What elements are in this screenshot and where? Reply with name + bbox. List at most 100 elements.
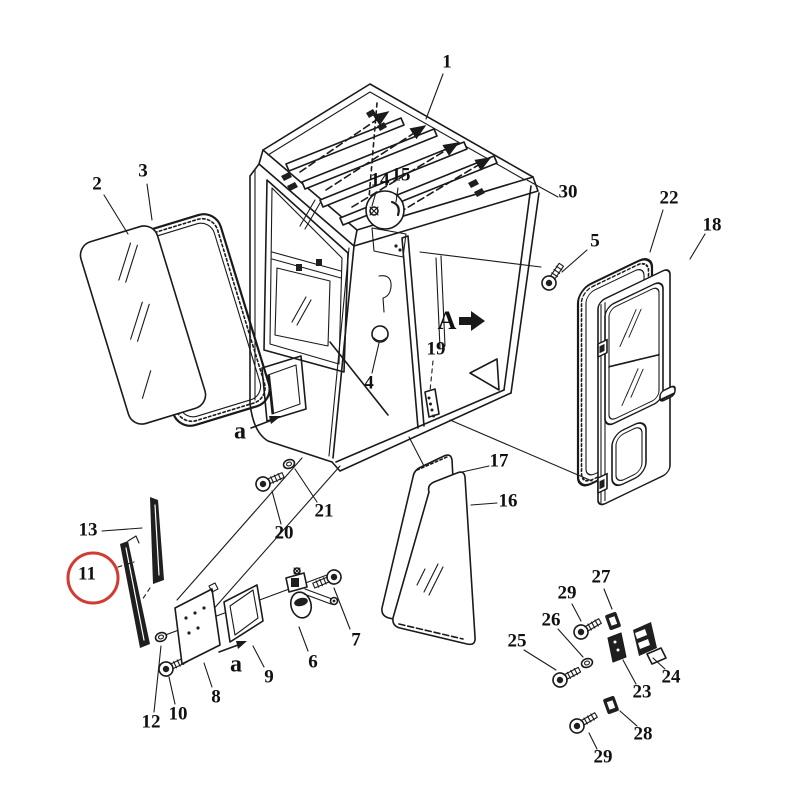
part-label-29-27: 29: [558, 582, 577, 603]
part-label-a-12: a: [234, 419, 246, 445]
a-upper-arrow-shaft: [250, 419, 273, 429]
part-label-7-25: 7: [351, 629, 361, 650]
part-label-2-1: 2: [92, 173, 102, 194]
gasket-9: [223, 584, 264, 643]
latch-hardware-cluster: [549, 611, 667, 737]
a-upper-arrow-head: [269, 416, 281, 424]
a-lower-arrow-head: [236, 641, 247, 649]
door-hinge-upper: [597, 338, 608, 358]
roof-clip-icons: [281, 109, 485, 197]
leader-line-29: [588, 732, 598, 750]
bolt-5: [538, 260, 568, 294]
quarter-window-glass-16: [392, 471, 476, 646]
bracket-23: [607, 632, 627, 663]
part-label-16-18: 16: [499, 490, 518, 511]
clip-24: [633, 622, 667, 665]
leader-line-20: [271, 490, 282, 525]
bolt-29-upper: [570, 614, 605, 643]
keeper-28: [602, 695, 620, 715]
part-label-29-33: 29: [594, 746, 613, 767]
part-label-13-13: 13: [79, 519, 98, 540]
part-label-21-16: 21: [315, 500, 334, 521]
part-label-12-19: 12: [142, 711, 161, 732]
mount-plate-8: [174, 582, 221, 665]
part-label-14-3: 14: [371, 169, 391, 190]
leader-line-15: [395, 187, 399, 203]
leader-line-11: [117, 561, 135, 568]
part-label-8-21: 8: [211, 686, 221, 707]
part-label-27-26: 27: [592, 566, 612, 587]
washer-26: [579, 656, 595, 670]
leader-line-14: [371, 191, 377, 207]
leader-line-17: [461, 465, 490, 473]
leader-line-22: [649, 209, 664, 253]
leader-line-10: [168, 676, 176, 705]
highlight-circle-11: [66, 551, 120, 605]
leader-line-1: [425, 73, 444, 120]
leader-line-24: [652, 657, 666, 670]
part-label-17-17: 17: [490, 450, 510, 471]
part-label-18-7: 18: [703, 214, 722, 235]
cab-body-1: [249, 83, 540, 472]
part-label-20-15: 20: [275, 522, 294, 543]
part-label-30-5: 30: [559, 181, 578, 202]
leader-line-5: [561, 249, 588, 273]
door-hinge-lower: [597, 472, 608, 494]
part-label-11-14: 11: [78, 563, 96, 584]
knob-4: [371, 325, 389, 343]
part-label-22-6: 22: [660, 187, 679, 208]
part-label-4-9: 4: [364, 372, 374, 393]
part-label-3-2: 3: [138, 160, 148, 181]
part-label-5-8: 5: [590, 230, 600, 251]
leader-line-12: [153, 645, 162, 713]
bolt-29-lower: [566, 708, 601, 737]
wiper-motor-6: [285, 567, 339, 619]
leader-line-23: [622, 659, 637, 685]
leader-line-18: [689, 233, 706, 260]
wiper-mount-assembly: [153, 567, 344, 680]
leader-line-7: [333, 587, 351, 630]
part-label-15-4: 15: [392, 164, 411, 185]
leader-line-30: [526, 179, 559, 198]
door-18: [597, 269, 676, 506]
part-label-1-0: 1: [442, 51, 452, 72]
leader-line-3: [146, 183, 153, 221]
screw-25: [549, 662, 584, 691]
washer-12: [153, 630, 169, 644]
part-label-10-20: 10: [169, 703, 188, 724]
view-a-block-arrow: [459, 311, 485, 331]
part-label-25-29: 25: [508, 630, 527, 651]
wiper-arm-11: [120, 535, 150, 648]
construction-lines: [141, 251, 593, 638]
roof-mount-detail-14-15: [365, 190, 405, 230]
hinge-strip-19: [424, 388, 440, 418]
part-label-a-22: a: [230, 652, 242, 678]
part-label-6-24: 6: [308, 651, 318, 672]
leader-line-27: [603, 588, 613, 610]
leader-line-26: [557, 628, 584, 658]
leader-line-21: [294, 468, 318, 503]
wiper-blade-13: [150, 497, 164, 584]
part-label-A-11: A: [438, 306, 457, 335]
part-label-28-32: 28: [634, 723, 653, 744]
part-label-23-31: 23: [633, 681, 652, 702]
leader-line-19: [429, 360, 434, 392]
part-label-24-30: 24: [662, 666, 682, 687]
door-handle: [659, 385, 676, 402]
leader-line-28: [619, 710, 638, 727]
leader-line-9: [252, 645, 265, 668]
part-label-26-28: 26: [542, 609, 561, 630]
leader-line-8: [203, 662, 213, 688]
windshield-glass-2: [79, 225, 207, 425]
leader-line-13: [101, 527, 143, 532]
leader-line-4: [371, 342, 380, 374]
leader-line-29: [571, 603, 582, 622]
keeper-27: [604, 611, 622, 631]
part-label-9-23: 9: [264, 666, 274, 687]
leader-line-16: [470, 502, 498, 506]
leader-line-25: [523, 649, 557, 671]
leader-line-2: [103, 194, 129, 235]
